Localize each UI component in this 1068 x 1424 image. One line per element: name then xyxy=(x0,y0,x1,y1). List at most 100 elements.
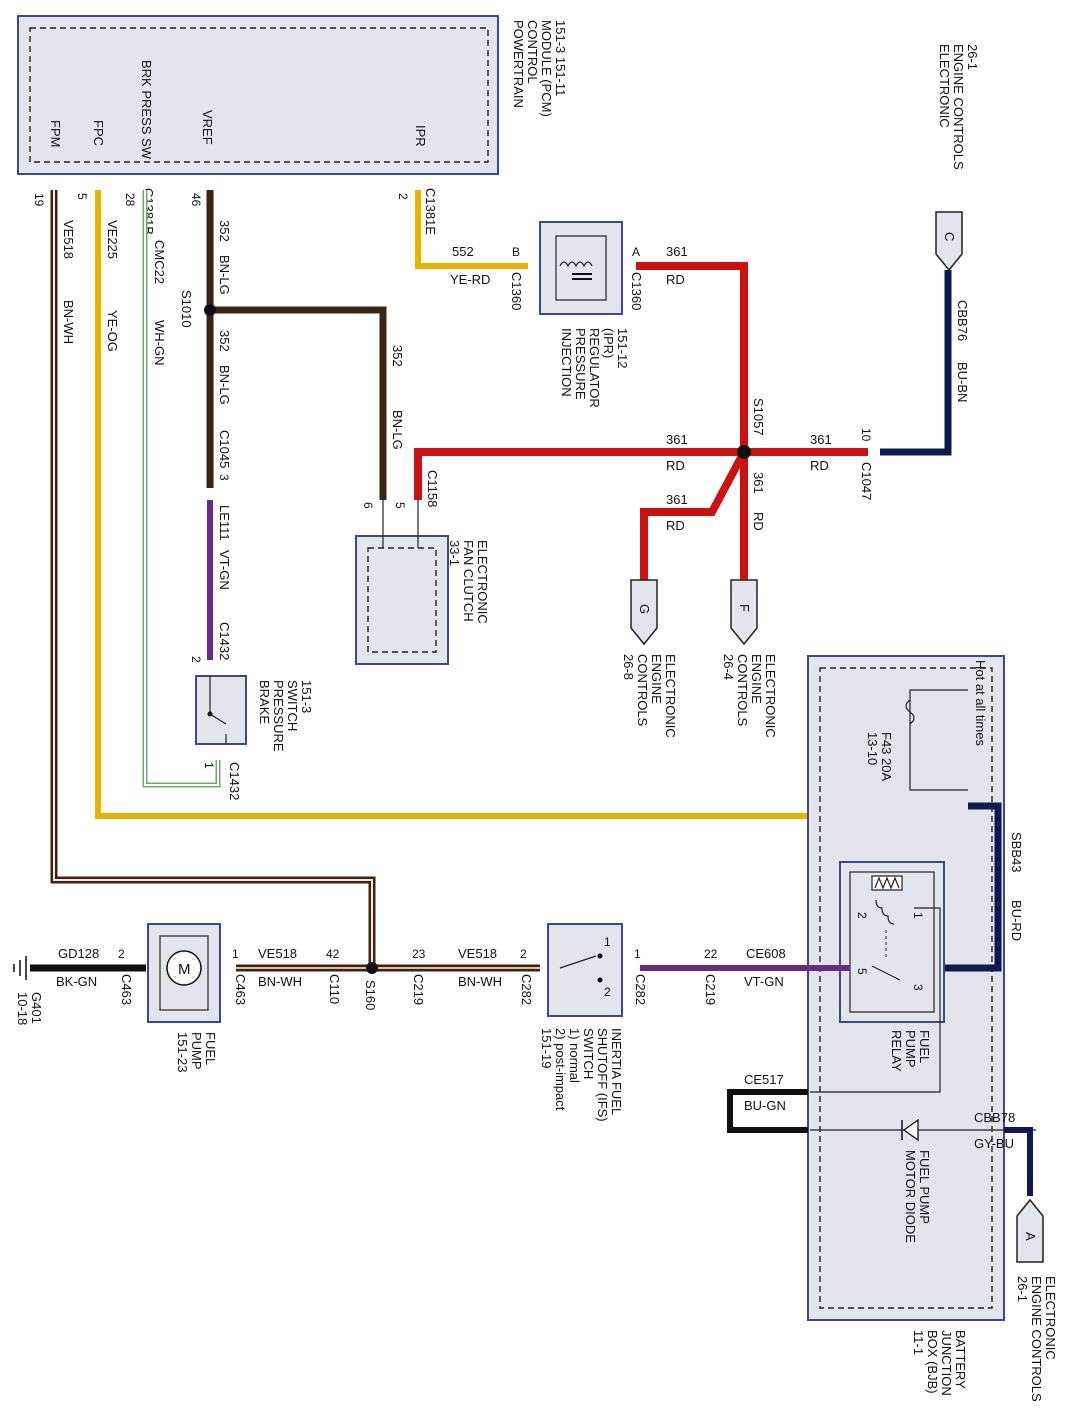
svg-text:151-3: 151-3 xyxy=(299,680,314,713)
wire-gd128-color: BK-GN xyxy=(56,974,97,989)
inertia-fuel-shutoff-switch xyxy=(547,923,623,1017)
fuel-pump-motor-letter: M xyxy=(178,961,191,978)
svg-text:ELECTRONIC: ELECTRONIC xyxy=(763,654,778,738)
svg-text:13-10: 13-10 xyxy=(865,732,880,765)
wire-cbb78-circuit: CBB78 xyxy=(974,1110,1015,1125)
diode-label: FUEL PUMP MOTOR DIODE xyxy=(903,1150,932,1243)
svg-text:FAN CLUTCH: FAN CLUTCH xyxy=(461,540,476,622)
connector-c219-a: C219 xyxy=(411,974,426,1005)
svg-text:ELECTRONIC: ELECTRONIC xyxy=(475,540,490,624)
wire-361-g-color: RD xyxy=(666,518,685,533)
wire-cbb76 xyxy=(880,270,952,456)
wire-ce517 xyxy=(727,1089,808,1133)
connector-c1045-pin: 3 xyxy=(217,474,231,481)
svg-text:SWITCH: SWITCH xyxy=(581,1028,596,1079)
connector-c1047: C1047 xyxy=(859,462,874,500)
svg-text:RELAY: RELAY xyxy=(889,1030,904,1072)
svg-text:CONTROL: CONTROL xyxy=(525,20,540,84)
connector-c1432-bottom-pin: 1 xyxy=(202,762,216,769)
splice-s1057-dot xyxy=(737,445,751,459)
wire-361-fan xyxy=(414,448,744,500)
hot-at-all-times: Hot at all times xyxy=(973,660,988,746)
svg-text:MOTOR DIODE: MOTOR DIODE xyxy=(903,1150,918,1243)
svg-text:ENGINE: ENGINE xyxy=(749,654,764,704)
wire-cbb76-color: BU-BN xyxy=(955,362,970,402)
fuse-wire xyxy=(909,689,968,791)
connector-c463-b-pin: 1 xyxy=(232,947,239,961)
svg-text:FUEL: FUEL xyxy=(203,1032,218,1065)
pin-number-fpc: 5 xyxy=(75,193,89,200)
connector-c282-b: C282 xyxy=(633,974,648,1005)
svg-text:1) normal: 1) normal xyxy=(567,1028,582,1083)
svg-text:SHUTOFF (IFS): SHUTOFF (IFS) xyxy=(595,1028,610,1122)
svg-text:FUEL PUMP: FUEL PUMP xyxy=(917,1150,932,1224)
svg-text:PUMP: PUMP xyxy=(189,1032,204,1070)
wire-le111-color: VT-GN xyxy=(217,550,232,590)
wire-352-top-circuit: 352 xyxy=(217,220,232,242)
connector-c1360-b: C1360 xyxy=(509,272,524,310)
svg-text:PUMP: PUMP xyxy=(903,1030,918,1068)
pcm-pin-fpm: FPM xyxy=(48,120,63,147)
wire-cmc22-color: WH-GN xyxy=(152,320,167,366)
wire-gd128-circuit: GD128 xyxy=(58,946,99,961)
svg-text:INERTIA FUEL: INERTIA FUEL xyxy=(609,1028,624,1115)
wire-sbb43 xyxy=(940,802,1002,972)
connector-c1158-pin6: 6 xyxy=(361,502,375,509)
wire-ve518-fpm-color: BN-WH xyxy=(61,300,76,344)
pcm-title: POWERTRAIN CONTROL MODULE (PCM) 151-3 15… xyxy=(511,20,568,117)
splice-s160-dot xyxy=(366,962,378,974)
connector-c219-b-pin: 22 xyxy=(704,947,718,961)
connector-c1360-a: C1360 xyxy=(629,272,644,310)
svg-text:ENGINE CONTROLS: ENGINE CONTROLS xyxy=(951,44,966,170)
offpage-f-letter: F xyxy=(737,604,752,612)
connector-c1158: C1158 xyxy=(425,470,440,507)
svg-text:POWERTRAIN: POWERTRAIN xyxy=(511,20,526,108)
svg-text:(IPR): (IPR) xyxy=(601,328,616,358)
wire-ve518-a-circuit: VE518 xyxy=(258,946,297,961)
svg-text:151-3 151-11: 151-3 151-11 xyxy=(553,20,568,96)
wire-cmc22-circuit: CMC22 xyxy=(152,240,167,284)
wire-361-f-circuit: 361 xyxy=(751,472,766,494)
svg-text:PRESSURE: PRESSURE xyxy=(271,680,286,752)
pcm-pin-vref: VREF xyxy=(200,110,215,145)
connector-c1381e: C1381E xyxy=(423,188,438,235)
electronic-fan-clutch xyxy=(355,535,449,665)
fuel-pump-motor-icon xyxy=(166,950,202,986)
offpage-a-reference: ELECTRONIC ENGINE CONTROLS 26-1 xyxy=(1015,1276,1058,1402)
wire-ve518-fpm-circuit: VE518 xyxy=(61,220,76,259)
wire-ce608-color: VT-GN xyxy=(744,974,784,989)
svg-text:F43 20A: F43 20A xyxy=(879,732,894,781)
connector-c282-b-pin: 1 xyxy=(634,947,641,961)
ground-g401-label: G401 10-18 xyxy=(15,992,44,1025)
wire-352-top-color: BN-LG xyxy=(217,255,232,295)
svg-text:BOX (BJB): BOX (BJB) xyxy=(925,1330,940,1394)
wire-352-mid-color: BN-LG xyxy=(217,365,232,405)
offpage-connector-f xyxy=(730,579,758,646)
splice-s1010: S1010 xyxy=(179,290,194,328)
fan-clutch-label: ELECTRONIC FAN CLUTCH 33-1 xyxy=(447,540,490,624)
fuel-pump-label: FUEL PUMP 151-23 xyxy=(175,1032,218,1072)
pcm-pin-fpc: FPC xyxy=(91,120,106,146)
top-right-reference: ELECTRONIC ENGINE CONTROLS 26-1 xyxy=(937,44,980,170)
wire-361-ipr xyxy=(636,262,748,452)
pin-number-vref: 46 xyxy=(189,193,203,207)
wire-352-mid-circuit: 352 xyxy=(217,330,232,352)
wire-ve225-circuit: VE225 xyxy=(105,220,120,259)
ifs-pin-2: 2 xyxy=(604,985,611,999)
wire-552-circuit: 552 xyxy=(452,244,474,259)
splice-s1010-dot xyxy=(204,304,216,316)
connector-c219-b: C219 xyxy=(703,974,718,1005)
pcm-pin-brk: BRK PRESS SW xyxy=(139,60,154,160)
svg-text:ELECTRONIC: ELECTRONIC xyxy=(937,44,952,128)
pin-number-brk: 28 xyxy=(123,193,137,207)
wire-361-a-circuit: 361 xyxy=(666,244,688,259)
svg-text:ELECTRONIC: ELECTRONIC xyxy=(1043,1276,1058,1360)
svg-text:REGULATOR: REGULATOR xyxy=(587,328,602,408)
svg-text:11-1: 11-1 xyxy=(911,1330,926,1355)
svg-text:BRAKE: BRAKE xyxy=(257,680,272,724)
wire-361-g-circuit: 361 xyxy=(666,492,688,507)
connector-c1360-b-pin: B xyxy=(512,245,520,259)
svg-text:26-4: 26-4 xyxy=(721,654,736,680)
connector-c463-a-pin: 2 xyxy=(118,947,125,961)
ipr-label: INJECTION PRESSURE REGULATOR (IPR) 151-1… xyxy=(559,328,630,408)
